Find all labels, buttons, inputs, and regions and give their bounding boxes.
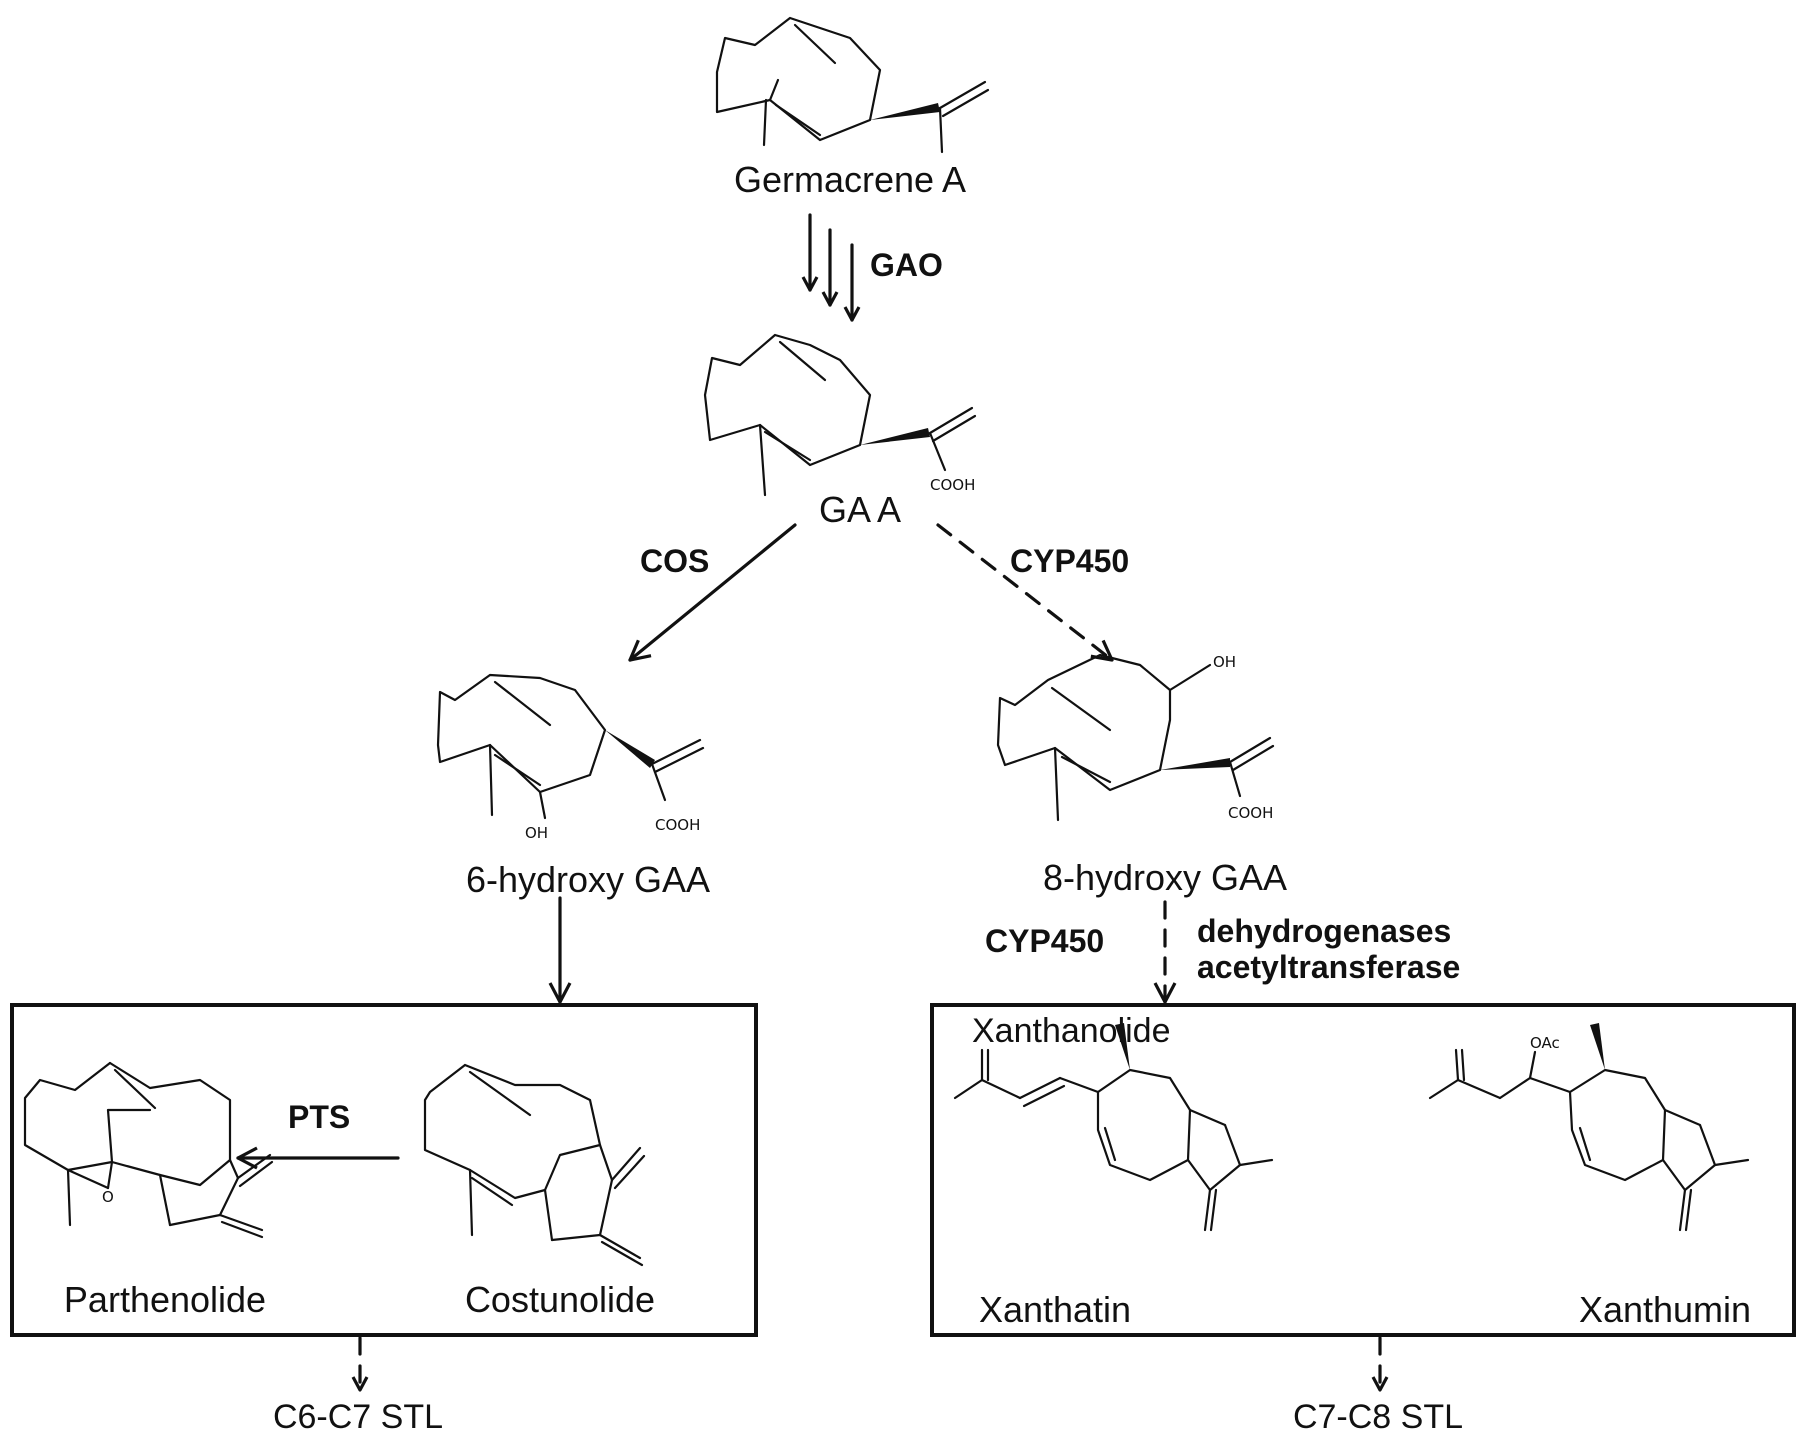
costunolide-structure	[423, 1063, 646, 1267]
dehydrogenases-label: dehydrogenases	[1197, 913, 1451, 949]
8-hydroxy-gaa-structure	[996, 653, 1275, 822]
parthenolide-epoxide-o: O	[102, 1188, 114, 1206]
xanthumin-oac: OAc	[1530, 1034, 1560, 1052]
gaa-cooh: COOH	[930, 476, 975, 494]
cyp450-dashed-arrow	[936, 523, 1114, 662]
gaa-structure	[703, 333, 977, 497]
cyp450-label-bottom: CYP450	[985, 923, 1104, 959]
6-hydroxy-oh: OH	[525, 824, 548, 842]
acetyltransferase-label: acetyltransferase	[1197, 949, 1460, 985]
c6c7-stl-label: C6-C7 STL	[273, 1398, 443, 1430]
c6c7-box	[10, 1003, 758, 1337]
xanthatin-structure	[953, 1023, 1274, 1232]
germacrene-a-structure	[715, 16, 990, 154]
6-hydroxy-cooh: COOH	[655, 816, 700, 834]
cos-label: COS	[640, 543, 709, 579]
c7c8-box	[930, 1003, 1796, 1337]
xanthatin-label: Xanthatin	[979, 1289, 1131, 1330]
8-hydroxy-oh: OH	[1213, 653, 1236, 671]
parthenolide-label: Parthenolide	[64, 1279, 266, 1320]
pts-label: PTS	[288, 1099, 350, 1135]
xanthanolide-label: Xanthanolide	[972, 1012, 1171, 1050]
xanthumin-label: Xanthumin	[1579, 1289, 1751, 1330]
cyp450-label-top: CYP450	[1010, 543, 1129, 579]
8-hydroxy-cooh: COOH	[1228, 804, 1273, 822]
c7c8-stl-label: C7-C8 STL	[1293, 1398, 1463, 1430]
8-hydroxy-gaa-label: 8-hydroxy GAA	[1043, 857, 1287, 898]
gaa-label: GA A	[819, 489, 901, 530]
cos-arrow	[628, 523, 797, 662]
gao-label: GAO	[870, 247, 943, 283]
parthenolide-structure	[23, 1061, 274, 1239]
gao-arrows	[801, 213, 861, 322]
6-hydroxy-gaa-label: 6-hydroxy GAA	[466, 859, 710, 900]
costunolide-label: Costunolide	[465, 1279, 655, 1320]
6-hydroxy-gaa-structure	[436, 673, 705, 820]
xanthumin-structure	[1428, 1023, 1750, 1232]
germacrene-a-label: Germacrene A	[734, 159, 966, 200]
